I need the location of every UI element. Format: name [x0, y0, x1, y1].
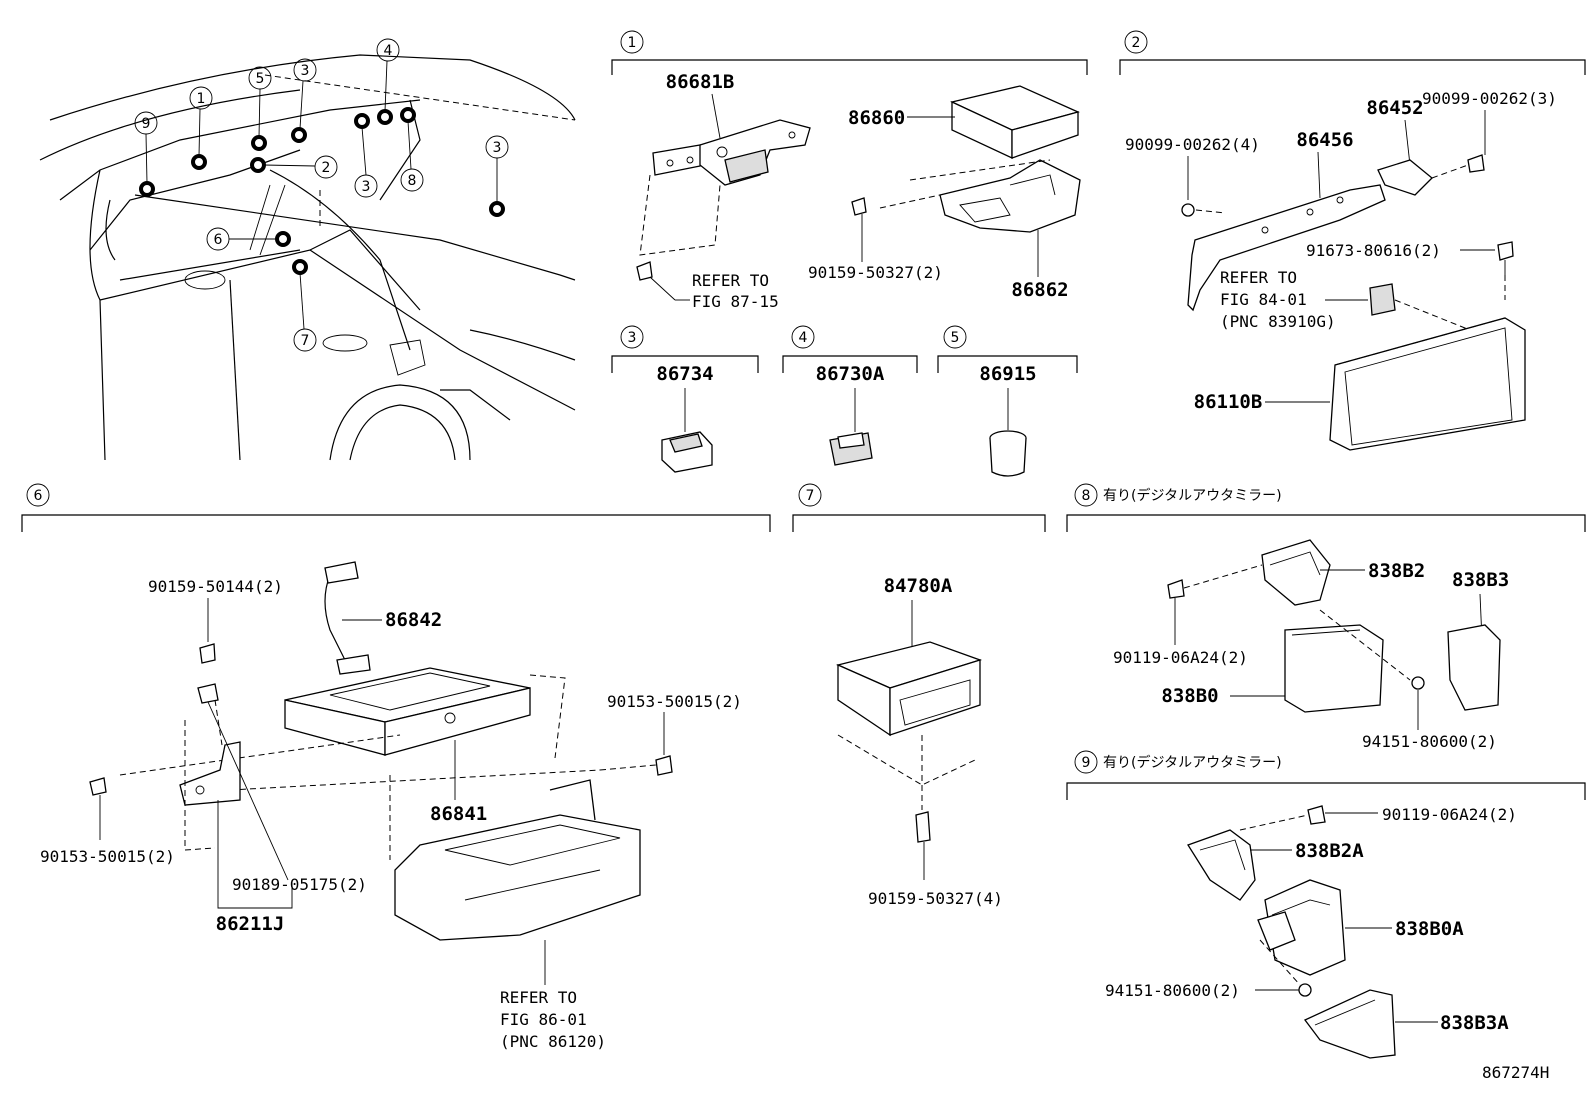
- part-86860: 86860: [848, 107, 905, 129]
- svg-text:4: 4: [384, 43, 393, 59]
- svg-text:3: 3: [493, 140, 502, 156]
- callout-7: 7: [293, 272, 317, 352]
- callout-8: 8: [400, 120, 424, 192]
- refer-84-01-line3: (PNC 83910G): [1220, 312, 1336, 331]
- diagram-id: 867274H: [1482, 1063, 1549, 1082]
- callout-5: 5: [248, 66, 272, 138]
- screw-90159-50327-2: 90159-50327(2): [808, 263, 943, 282]
- group-7-num: 7: [806, 488, 815, 504]
- group-2: 2 86452 90099-00262(3) 86456 90099-00262…: [1119, 30, 1586, 451]
- part-838B0A: 838B0A: [1395, 918, 1464, 940]
- refer-87-15-line2: FIG 87-15: [692, 292, 779, 311]
- group-6: 6 90159-50144(2) 86842 86841 90153-50015…: [21, 483, 771, 1051]
- svg-text:3: 3: [362, 179, 371, 195]
- group-4-num: 4: [799, 330, 808, 346]
- group-5-num: 5: [951, 330, 960, 346]
- group-1: 1 86681B REFER TO FIG 87-15 86860 86862 …: [611, 30, 1088, 311]
- screw-94151-80600-2-g8: 94151-80600(2): [1362, 732, 1497, 751]
- overview-markers: [139, 107, 505, 275]
- svg-text:8: 8: [408, 173, 417, 189]
- callout-4: 4: [376, 38, 400, 112]
- screw-91673-80616-2: 91673-80616(2): [1306, 241, 1441, 260]
- group-8-note: 有り(デジタルアウタミラー): [1103, 487, 1282, 504]
- group-3-num: 3: [628, 330, 637, 346]
- screw-90159-50327-4: 90159-50327(4): [868, 889, 1003, 908]
- group-9-note: 有り(デジタルアウタミラー): [1103, 754, 1282, 771]
- car-overview: [39, 54, 576, 461]
- screw-90119-06A24-2-g9: 90119-06A24(2): [1382, 805, 1517, 824]
- screw-94151-80600-2-g9: 94151-80600(2): [1105, 981, 1240, 1000]
- part-86681B: 86681B: [666, 71, 735, 93]
- refer-86-01-line1: REFER TO: [500, 988, 577, 1007]
- group-6-num: 6: [34, 488, 43, 504]
- group-7: 7 84780A 90159-50327(4): [792, 483, 1046, 908]
- svg-text:3: 3: [301, 63, 310, 79]
- overview-callouts: 9 1 5 3 4 2 3 8 3 6 7: [134, 38, 509, 352]
- part-838B3: 838B3: [1452, 569, 1509, 591]
- screw-90099-00262-4: 90099-00262(4): [1125, 135, 1260, 154]
- part-838B3A: 838B3A: [1440, 1012, 1509, 1034]
- part-84780A: 84780A: [884, 575, 953, 597]
- part-86452: 86452: [1366, 97, 1423, 119]
- group-4: 4 86730A: [782, 325, 918, 466]
- part-86915: 86915: [979, 363, 1036, 385]
- callout-9: 9: [134, 111, 158, 184]
- callout-6: 6: [206, 227, 277, 251]
- callout-3a: 3: [293, 58, 317, 130]
- group-8: 8 有り(デジタルアウタミラー) 838B2 838B3 90119-06A24…: [1066, 483, 1586, 751]
- group-1-num: 1: [628, 35, 637, 51]
- screw-90153-50015-2-right: 90153-50015(2): [607, 692, 742, 711]
- part-86841: 86841: [430, 803, 487, 825]
- group-8-num: 8: [1082, 488, 1091, 504]
- refer-84-01-line1: REFER TO: [1220, 268, 1297, 287]
- refer-87-15-line1: REFER TO: [692, 271, 769, 290]
- part-838B2A: 838B2A: [1295, 840, 1364, 862]
- group-9-num: 9: [1082, 755, 1091, 771]
- screw-90119-06A24-2-g8: 90119-06A24(2): [1113, 648, 1248, 667]
- callout-1: 1: [189, 86, 213, 157]
- screw-90189-05175-2: 90189-05175(2): [232, 875, 367, 894]
- svg-text:1: 1: [197, 91, 206, 107]
- svg-text:7: 7: [301, 333, 310, 349]
- refer-86-01-line3: (PNC 86120): [500, 1032, 606, 1051]
- screw-90159-50144-2: 90159-50144(2): [148, 577, 283, 596]
- screw-90099-00262-3: 90099-00262(3): [1422, 89, 1557, 108]
- part-838B0: 838B0: [1161, 685, 1218, 707]
- callout-2: 2: [263, 155, 338, 179]
- svg-text:2: 2: [322, 160, 331, 176]
- part-86842: 86842: [385, 609, 442, 631]
- refer-86-01-line2: FIG 86-01: [500, 1010, 587, 1029]
- group-3: 3 86734: [611, 325, 759, 473]
- svg-text:9: 9: [142, 116, 151, 132]
- part-838B2: 838B2: [1368, 560, 1425, 582]
- callout-3b: 3: [354, 126, 378, 198]
- part-86110B: 86110B: [1194, 391, 1263, 413]
- part-86730A: 86730A: [816, 363, 885, 385]
- part-86456: 86456: [1296, 129, 1353, 151]
- svg-text:6: 6: [214, 232, 223, 248]
- group-2-num: 2: [1132, 35, 1141, 51]
- callout-3c: 3: [485, 135, 509, 203]
- refer-84-01-line2: FIG 84-01: [1220, 290, 1307, 309]
- part-86211J: 86211J: [216, 913, 285, 935]
- group-5: 5 86915: [937, 325, 1078, 477]
- part-86862: 86862: [1011, 279, 1068, 301]
- group-9: 9 有り(デジタルアウタミラー) 90119-06A24(2) 838B2A 8…: [1066, 750, 1586, 1059]
- part-86734: 86734: [656, 363, 713, 385]
- screw-90153-50015-2-left: 90153-50015(2): [40, 847, 175, 866]
- svg-text:5: 5: [256, 71, 265, 87]
